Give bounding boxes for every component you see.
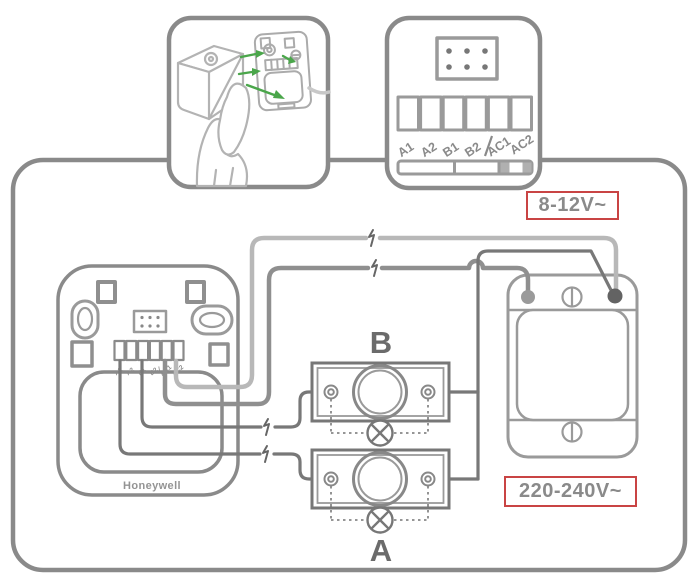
button-a-pushbutton-inner <box>357 456 403 502</box>
thumb <box>217 82 251 156</box>
green-arrow-icon <box>237 68 261 76</box>
terminal-inset-bottom-strip <box>396 159 534 176</box>
chime-terminal-separator: / <box>157 366 161 373</box>
wall-plate <box>253 30 312 112</box>
wire-ac1 <box>162 258 531 407</box>
break-icon <box>263 418 270 436</box>
wire-ac2 <box>173 235 619 390</box>
button-b-pushbutton <box>352 364 408 420</box>
button-b-lamp-icon <box>366 419 394 447</box>
door-button-a: A <box>310 448 451 568</box>
transformer-screw-top-icon <box>561 286 583 308</box>
door-button-b: B <box>310 325 451 447</box>
chime-speaker-panel <box>78 370 224 474</box>
wires <box>118 229 623 481</box>
transformer-terminal-right <box>607 288 623 304</box>
secondary-voltage-label: 8-12V~ <box>526 191 619 220</box>
transformer-screw-bottom-icon <box>561 421 583 443</box>
chime-keyhole-slot <box>70 299 100 340</box>
chime-top-tab-left <box>96 280 117 304</box>
button-b-pushbutton-inner <box>357 369 403 415</box>
hand <box>195 82 251 188</box>
terminal-inset-connector <box>435 36 499 81</box>
button-a-pushbutton <box>352 451 408 507</box>
installation-inset <box>166 15 331 190</box>
terminal-inset-row <box>396 95 533 132</box>
button-a-screw-right-icon <box>420 471 436 487</box>
wire-b1 <box>140 359 315 429</box>
button-b-screw-left-icon <box>323 384 339 400</box>
terminal-label-separator <box>483 135 494 157</box>
button-a-plate-inner <box>316 454 445 504</box>
transformer-terminal-left <box>521 290 535 304</box>
button-b-plate-inner <box>316 367 445 417</box>
button-b-screw-right-icon <box>420 384 436 400</box>
break-icon <box>262 445 269 463</box>
chime-slot-right-inner <box>198 311 226 329</box>
break-icon <box>368 229 375 247</box>
wire-a1 <box>118 359 315 481</box>
terminal-block-inset: A1 A2 B1 B2 AC1 AC2 <box>384 15 543 191</box>
green-arrow-icon <box>239 50 265 59</box>
chime-side-tab-left <box>70 340 94 368</box>
chime-slot-right <box>190 304 234 336</box>
chime-unit: A1 A2 B1 B2 AC1 AC2 / Honeywell <box>56 264 240 497</box>
button-b-label: B <box>370 325 392 360</box>
button-a-screw-left-icon <box>323 471 339 487</box>
button-a-lamp-icon <box>366 506 394 534</box>
chime-top-tab-right <box>185 280 206 304</box>
plate-wire <box>307 86 331 95</box>
chime-brand: Honeywell <box>123 480 181 492</box>
green-arrow-icon <box>245 83 285 99</box>
chime-terminal-row <box>113 339 185 362</box>
chime-connector <box>132 309 168 334</box>
primary-voltage-label: 220-240V~ <box>504 476 637 507</box>
chime-keyhole-inner <box>76 306 94 332</box>
plate-terminal-strip <box>264 56 299 72</box>
wire-buttons-common <box>446 249 615 481</box>
alignment-arrows <box>237 50 296 99</box>
button-a-label: A <box>370 533 392 568</box>
green-arrow-icon <box>281 54 296 64</box>
transformer <box>506 273 639 459</box>
wire-break-icons <box>262 229 378 463</box>
transformer-core <box>515 308 630 422</box>
break-icon <box>371 259 378 277</box>
chime-side-tab-right <box>208 342 230 367</box>
